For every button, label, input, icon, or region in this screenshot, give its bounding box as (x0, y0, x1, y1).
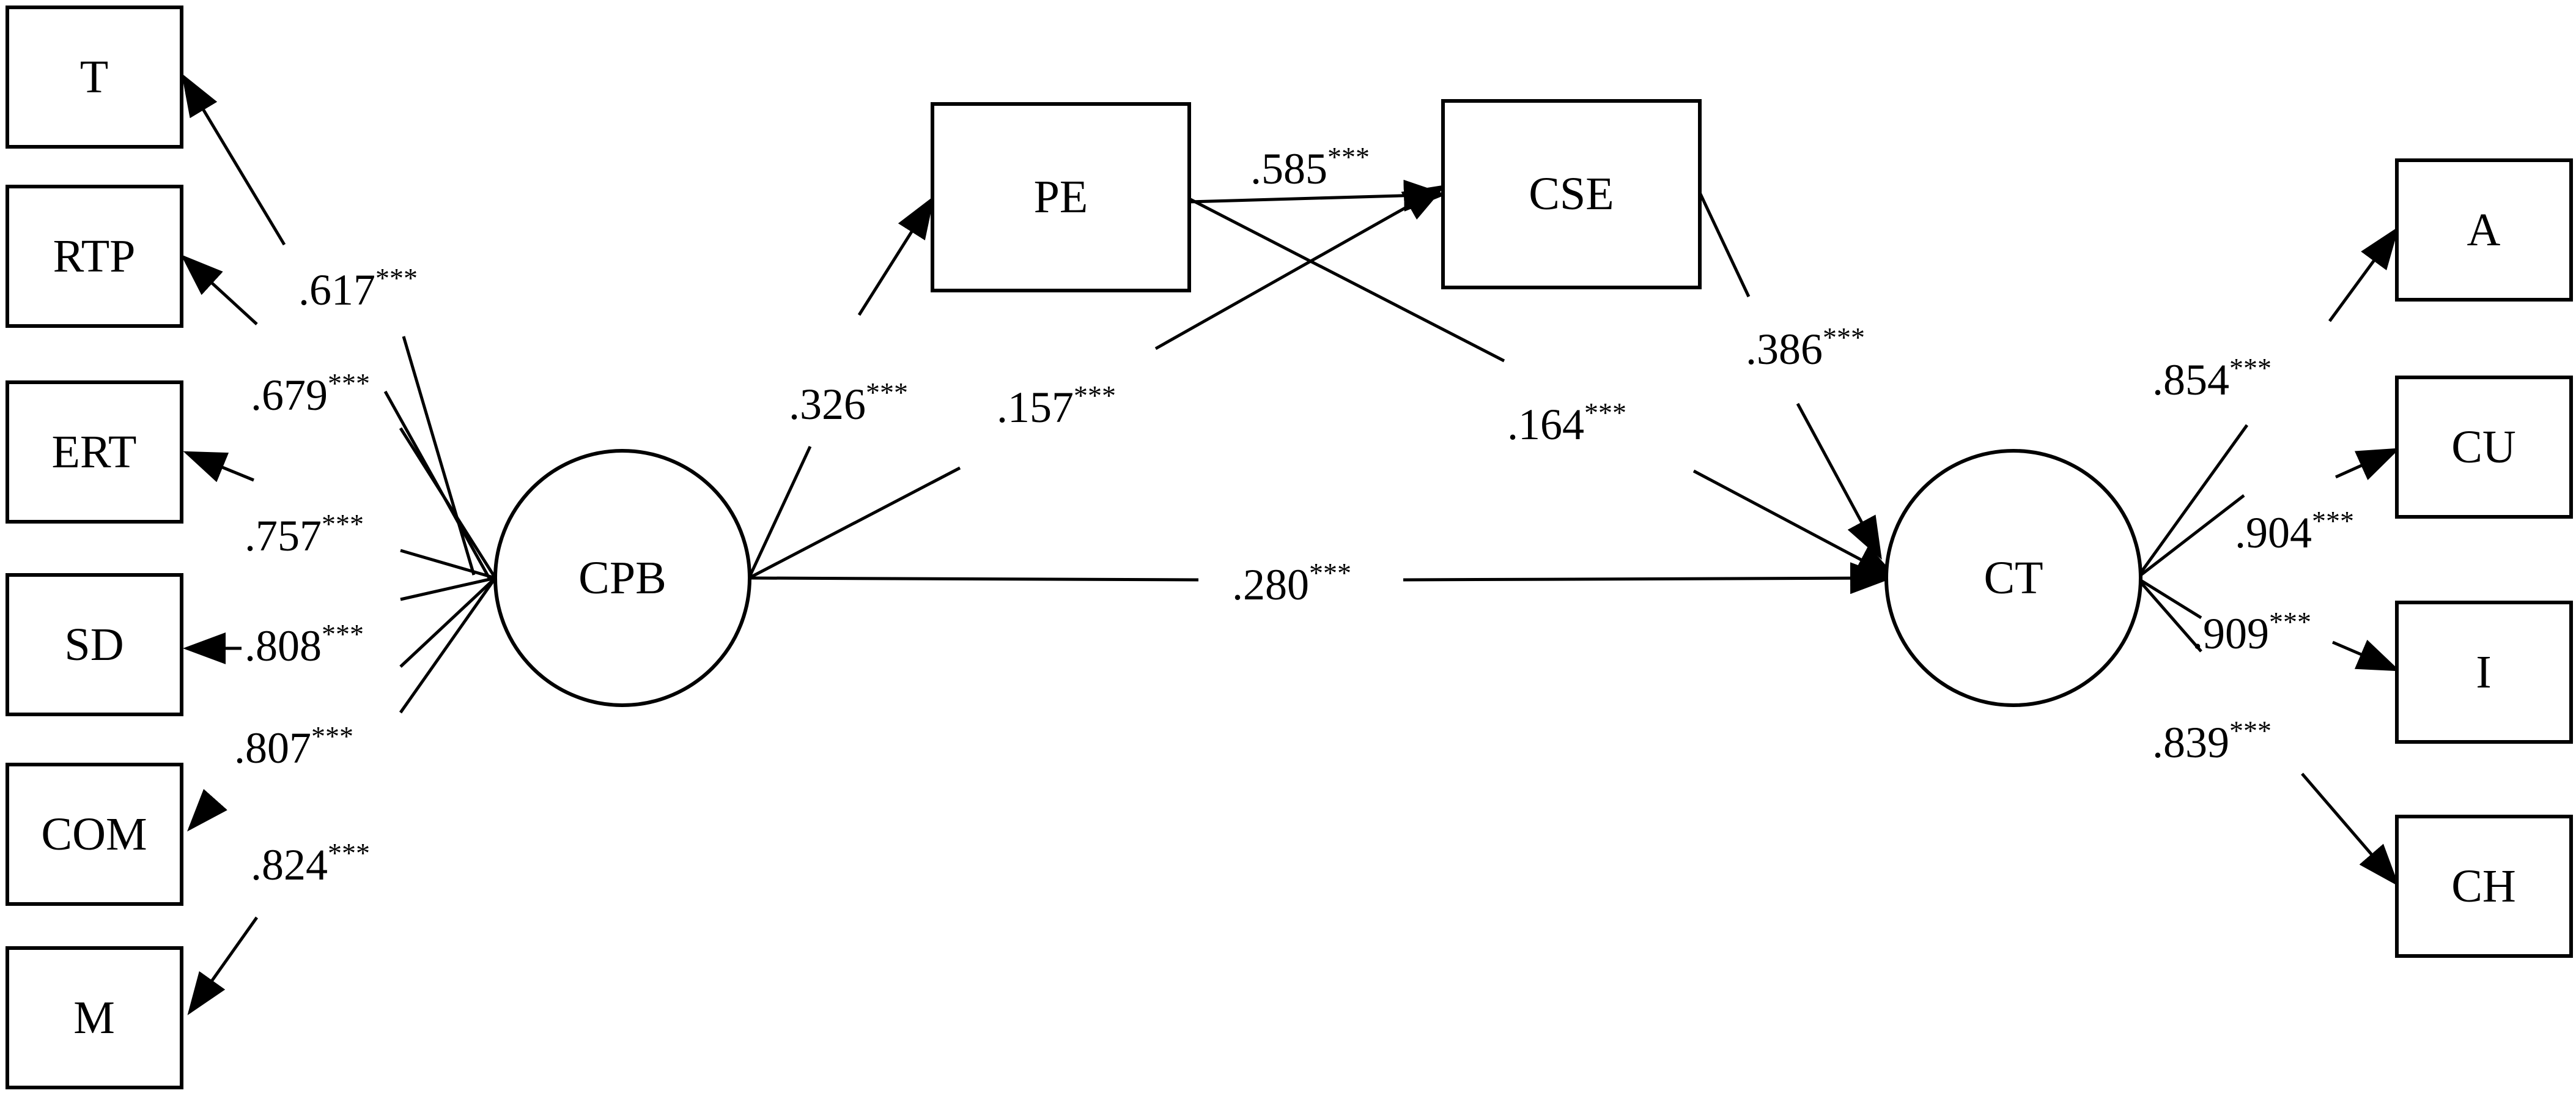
edges-left (180, 73, 497, 1015)
node-t: T (6, 6, 183, 149)
edge-label-cpb-rtp: .679*** (251, 368, 370, 420)
node-pe-label: PE (1034, 171, 1088, 223)
edge-ct-ch-upper (2136, 577, 2202, 653)
edge-cpb-cse-mid (1154, 185, 1447, 350)
node-a: A (2395, 158, 2573, 302)
edge-cpb-t-upper (181, 73, 286, 246)
edge-cpb-rtp-upper (180, 254, 258, 325)
node-ct: CT (1884, 449, 2142, 707)
edge-ct-a-lower (2135, 424, 2249, 579)
edge-label-ct-ch: .839*** (2152, 715, 2272, 767)
edge-label-cpb-com: .807*** (234, 721, 353, 773)
edges-structural (747, 179, 1899, 595)
node-rtp-label: RTP (53, 231, 136, 282)
node-i-label: I (2476, 647, 2491, 698)
edge-ct-i-upper (2136, 576, 2202, 620)
node-rtp: RTP (6, 185, 183, 328)
node-m-label: M (73, 992, 115, 1043)
node-com: COM (6, 763, 183, 906)
edge-cpb-sd-lower (400, 576, 496, 601)
node-ert-label: ERT (52, 426, 137, 478)
edge-label-ct-i: .909*** (2192, 606, 2311, 658)
node-m: M (6, 946, 183, 1089)
node-ch: CH (2395, 815, 2573, 958)
edge-cpb-m-lower (187, 916, 259, 1015)
edge-ct-i-lower (2332, 639, 2401, 672)
node-com-label: COM (41, 809, 147, 860)
edge-ct-a-upper (2328, 226, 2399, 322)
node-ch-label: CH (2451, 861, 2516, 912)
edge-cpb-com-arrow (187, 788, 227, 832)
edge-cpb-ct-left (748, 576, 1199, 582)
edge-label-cse-ct: .386*** (1746, 322, 1865, 374)
edge-cpb-m-upper (399, 577, 496, 668)
node-pe: PE (931, 102, 1191, 292)
edge-label-pe-ct: .164*** (1507, 397, 1626, 449)
edge-cpb-ert-lower (399, 427, 497, 579)
edge-label-pe-cse: .585*** (1250, 141, 1370, 193)
edge-cse-ct-upper (1698, 191, 1751, 298)
edge-cpb-ct-right (1403, 562, 1893, 595)
edge-cpb-com-upper (399, 577, 497, 714)
node-cse: CSE (1441, 99, 1702, 289)
edge-cpb-cse-lower (748, 466, 961, 580)
edge-cpb-sd-upper (400, 549, 496, 580)
node-ert: ERT (6, 380, 183, 524)
edge-pe-cse (1189, 179, 1447, 212)
node-cse-label: CSE (1529, 168, 1614, 220)
edge-label-cpb-t: .617*** (298, 262, 418, 314)
edge-label-cpb-ct: .280*** (1232, 557, 1351, 609)
node-cpb-label: CPB (578, 552, 666, 604)
node-ct-label: CT (1984, 552, 2043, 604)
edges-right (2135, 226, 2401, 887)
edge-label-cpb-m: .824*** (251, 837, 370, 889)
node-cu-label: CU (2451, 421, 2516, 473)
edge-pe-ct-upper (1188, 197, 1505, 363)
node-cpb: CPB (493, 449, 751, 707)
edge-label-ct-a: .854*** (2152, 352, 2272, 404)
node-sd-label: SD (64, 619, 124, 670)
edge-ct-cu-upper (2334, 448, 2401, 480)
edge-label-cpb-sd: .808*** (245, 618, 364, 670)
node-a-label: A (2467, 204, 2501, 256)
edge-cpb-pe-lower (747, 445, 812, 579)
node-cu: CU (2395, 376, 2573, 519)
edge-cpb-t-lower (402, 336, 476, 576)
edge-label-cpb-pe: .326*** (789, 377, 908, 429)
node-sd: SD (6, 573, 183, 716)
node-t-label: T (80, 51, 108, 103)
edge-cse-ct-lower (1796, 402, 1882, 560)
edge-label-cpb-ert: .757*** (245, 508, 364, 560)
edge-label-cpb-cse: .157*** (997, 380, 1116, 432)
edge-cpb-ert-upper (183, 451, 254, 483)
edge-labels: .617*** .679*** .757*** .808*** .807*** … (234, 141, 2354, 889)
edge-ct-cu-lower (2136, 494, 2245, 579)
edge-label-ct-cu: .904*** (2235, 505, 2354, 557)
edge-cpb-pe-upper (857, 195, 935, 316)
edge-ct-ch-lower (2301, 773, 2399, 887)
node-i: I (2395, 601, 2573, 744)
edge-pe-ct-lower (1692, 469, 1899, 580)
